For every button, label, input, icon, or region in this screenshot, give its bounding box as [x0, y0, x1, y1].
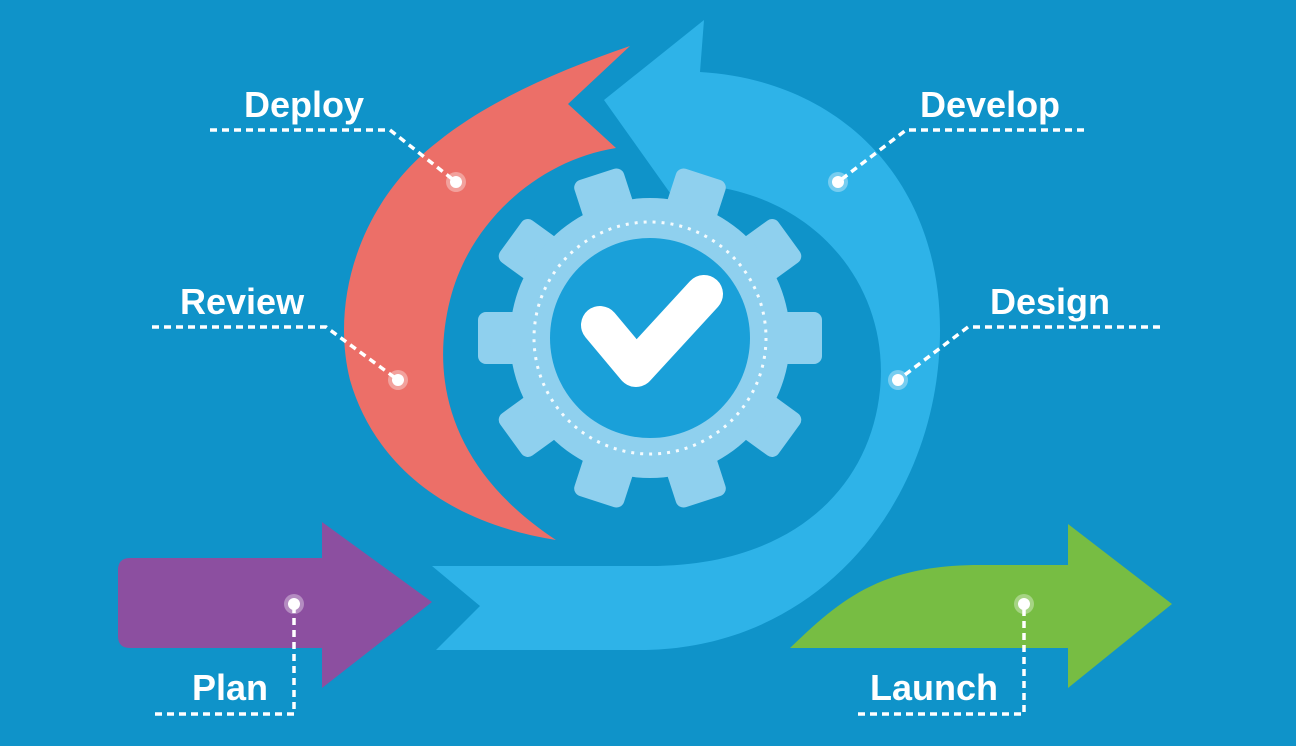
label-design: Design — [888, 281, 1160, 390]
leader-line-review — [152, 325, 400, 382]
checkmark-icon — [581, 275, 723, 387]
label-launch-text: Launch — [870, 667, 998, 708]
label-deploy-text: Deploy — [244, 84, 364, 125]
marker-dot-deploy — [450, 176, 462, 188]
marker-dot-design — [892, 374, 904, 386]
label-plan-text: Plan — [192, 667, 268, 708]
label-develop-text: Develop — [920, 84, 1060, 125]
label-launch: Launch — [858, 594, 1034, 716]
leader-line-design — [896, 325, 1160, 382]
label-design-text: Design — [990, 281, 1110, 322]
launch-arrow — [790, 524, 1172, 688]
leader-line-deploy — [210, 128, 458, 184]
marker-dot-launch — [1018, 598, 1030, 610]
label-review-text: Review — [180, 281, 305, 322]
red-cycle-arc — [344, 46, 630, 540]
label-plan: Plan — [155, 594, 304, 716]
label-review: Review — [152, 281, 408, 390]
label-develop: Develop — [828, 84, 1084, 192]
marker-dot-review — [392, 374, 404, 386]
label-deploy: Deploy — [210, 84, 466, 192]
marker-dot-develop — [832, 176, 844, 188]
blue-cycle-arc — [432, 20, 940, 650]
marker-dot-plan — [288, 598, 300, 610]
leader-line-plan — [155, 604, 296, 716]
plan-arrow — [118, 522, 432, 688]
